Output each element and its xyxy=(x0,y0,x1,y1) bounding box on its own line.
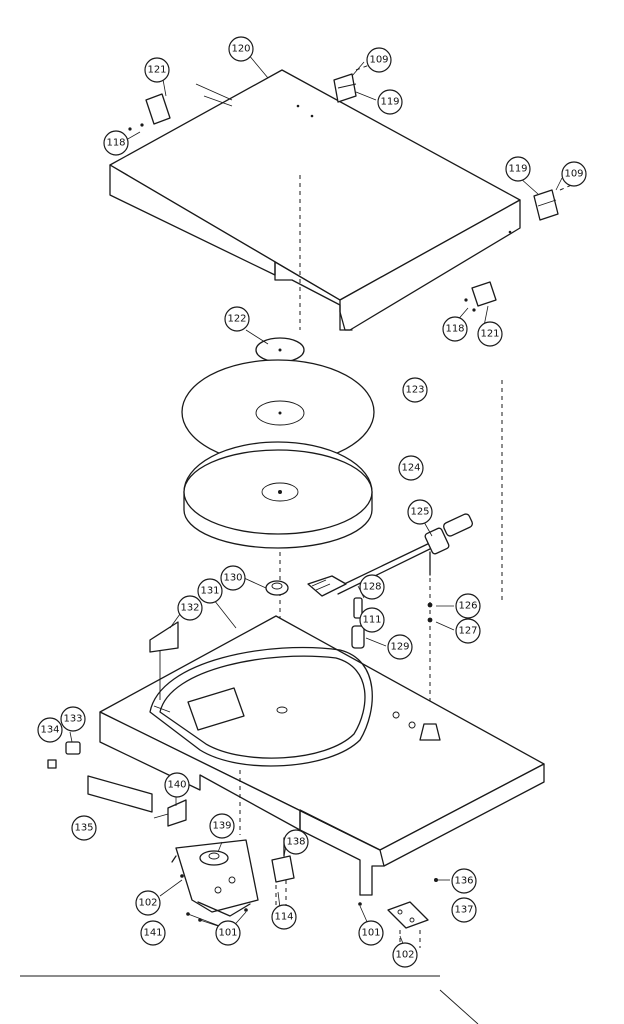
label-plate xyxy=(87,775,153,813)
svg-text:139: 139 xyxy=(212,821,231,832)
svg-text:101: 101 xyxy=(218,928,237,939)
side-panel xyxy=(149,621,179,700)
callout-119: 119 xyxy=(377,89,403,115)
callout-139: 139 xyxy=(209,813,235,839)
svg-text:111: 111 xyxy=(362,615,381,626)
motor-bracket xyxy=(271,837,295,905)
callout-135: 135 xyxy=(71,815,97,841)
svg-text:136: 136 xyxy=(454,876,473,887)
callout-125: 125 xyxy=(407,499,433,525)
callout-131: 131 xyxy=(197,578,223,604)
svg-text:130: 130 xyxy=(223,573,242,584)
svg-text:119: 119 xyxy=(508,164,527,175)
svg-text:141: 141 xyxy=(143,928,162,939)
svg-text:118: 118 xyxy=(106,138,125,149)
svg-text:127: 127 xyxy=(458,626,477,637)
callout-138: 138 xyxy=(283,829,309,855)
callout-127: 127 xyxy=(455,618,481,644)
hinge-plate-left xyxy=(128,93,171,131)
callout-137: 137 xyxy=(451,897,477,923)
callout-133: 133 xyxy=(60,706,86,732)
svg-text:122: 122 xyxy=(227,314,246,325)
svg-text:132: 132 xyxy=(180,603,199,614)
callout-102: 102 xyxy=(392,942,418,968)
callout-121: 121 xyxy=(144,57,170,83)
callout-114: 114 xyxy=(271,904,297,930)
callout-120: 120 xyxy=(228,36,254,62)
svg-text:102: 102 xyxy=(138,898,157,909)
svg-text:133: 133 xyxy=(63,714,82,725)
callout-123: 123 xyxy=(402,377,428,403)
callout-111: 111 xyxy=(359,607,385,633)
svg-text:128: 128 xyxy=(362,582,381,593)
svg-text:114: 114 xyxy=(274,912,293,923)
callout-126: 126 xyxy=(455,593,481,619)
chassis xyxy=(99,615,545,896)
svg-text:131: 131 xyxy=(200,586,219,597)
callout-129: 129 xyxy=(387,634,413,660)
svg-text:137: 137 xyxy=(454,905,473,916)
svg-text:129: 129 xyxy=(390,642,409,653)
svg-text:118: 118 xyxy=(445,324,464,335)
bracket xyxy=(153,799,187,827)
svg-text:109: 109 xyxy=(369,55,388,66)
callout-122: 122 xyxy=(224,306,250,332)
svg-text:121: 121 xyxy=(147,65,166,76)
callout-109: 109 xyxy=(366,47,392,73)
svg-text:124: 124 xyxy=(401,463,420,474)
svg-text:102: 102 xyxy=(395,950,414,961)
svg-text:126: 126 xyxy=(458,601,477,612)
motor-assembly xyxy=(171,770,259,917)
callout-136: 136 xyxy=(451,868,477,894)
dust-cover xyxy=(109,69,521,331)
callout-109: 109 xyxy=(561,161,587,187)
svg-text:140: 140 xyxy=(167,780,186,791)
callout-128: 128 xyxy=(359,574,385,600)
svg-text:138: 138 xyxy=(286,837,305,848)
callout-101: 101 xyxy=(215,920,241,946)
callout-132: 132 xyxy=(177,595,203,621)
hinge-plate-right-side xyxy=(533,183,575,221)
callout-140: 140 xyxy=(164,772,190,798)
bottom-plate xyxy=(387,901,429,948)
callout-141: 141 xyxy=(140,920,166,946)
hinge-plate-lower xyxy=(464,281,497,312)
tonearm xyxy=(307,380,503,720)
hinge-plate-right-top xyxy=(333,63,373,103)
svg-text:120: 120 xyxy=(231,44,250,55)
screws xyxy=(180,874,438,922)
svg-text:123: 123 xyxy=(405,385,424,396)
arm-rest xyxy=(351,597,365,649)
callout-134: 134 xyxy=(37,717,63,743)
svg-text:101: 101 xyxy=(361,928,380,939)
callout-102: 102 xyxy=(135,890,161,916)
svg-text:109: 109 xyxy=(564,169,583,180)
callout-118: 118 xyxy=(442,316,468,342)
callout-130: 130 xyxy=(220,565,246,591)
callout-119: 119 xyxy=(505,156,531,182)
svg-text:134: 134 xyxy=(40,725,59,736)
corner-line xyxy=(439,989,479,1024)
svg-text:121: 121 xyxy=(480,329,499,340)
callout-101: 101 xyxy=(358,920,384,946)
callout-121: 121 xyxy=(477,321,503,347)
callout-124: 124 xyxy=(398,455,424,481)
svg-text:125: 125 xyxy=(410,507,429,518)
svg-text:135: 135 xyxy=(74,823,93,834)
callouts: 120 121 118 109 119 119 109 118 121 122 … xyxy=(37,36,587,968)
callout-118: 118 xyxy=(103,130,129,156)
svg-text:119: 119 xyxy=(380,97,399,108)
control-knob xyxy=(47,741,81,769)
